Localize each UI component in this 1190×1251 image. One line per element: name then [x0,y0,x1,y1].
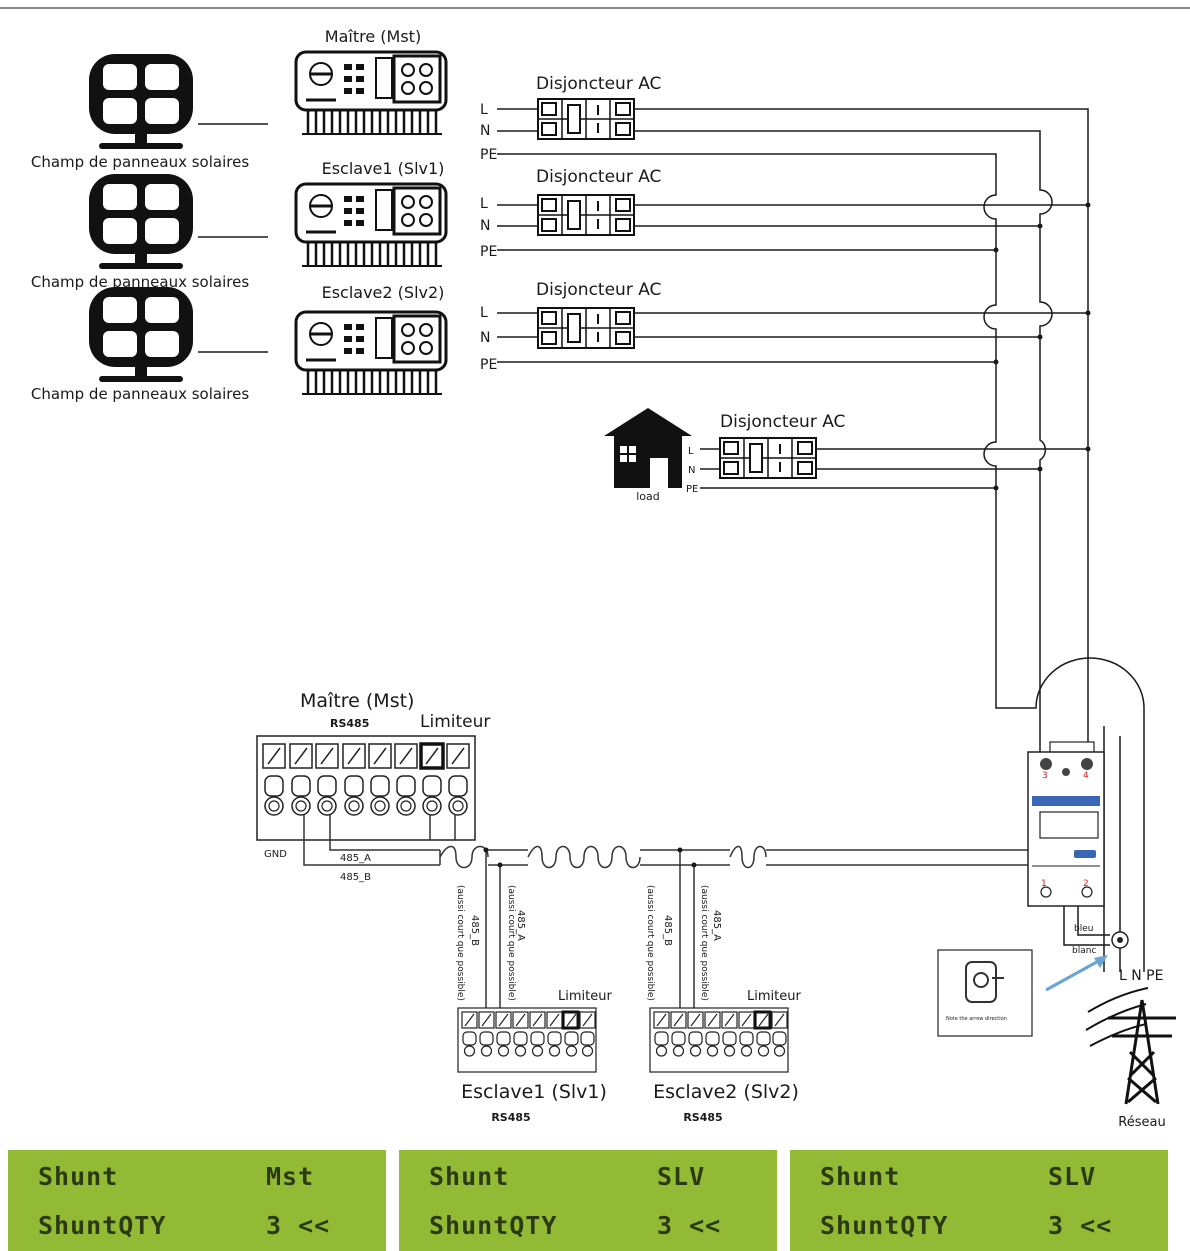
lcd-panel-row: Shunt Mst ShuntQTY 3 << Shunt SLV ShuntQ… [0,1150,1190,1251]
note-485-a: (aussi court que possible) [506,885,516,1001]
meter-terminal-4: 4 [1083,771,1089,781]
master-terminal-block [256,735,476,841]
limiter-label: Limiteur [420,712,490,732]
485-a-label: 485_A [515,910,526,941]
inverter-title: Maître (Mst) [325,27,421,46]
485-b-label: 485_B [340,872,371,883]
terminal-n-label: N [688,465,695,476]
meter-terminal-3: 3 [1042,771,1048,781]
meter-terminal-2: 2 [1083,879,1089,889]
terminal-l-label: L [480,102,488,118]
lcd-row1-right: SLV [1048,1162,1097,1191]
ct-clamp-icon [1111,931,1129,949]
lcd-row2-right: 3 << [1048,1211,1113,1240]
lcd-row2-right: 3 << [266,1211,331,1240]
inverter-icon [294,310,448,396]
solar-panel-icon [89,287,193,382]
terminal-l-label: L [480,196,488,212]
ac-breaker-icon [719,437,817,479]
lcd-row1-right: SLV [657,1162,706,1191]
breaker-title: Disjoncteur AC [536,74,661,94]
lcd-row2-left: ShuntQTY [820,1211,949,1240]
top-border-line [0,7,1190,9]
limiter-label: Limiteur [747,989,801,1004]
slave1-terminal-block [457,1007,597,1073]
485-b-label: 485_B [469,915,480,946]
rs485-bus [303,815,1040,1025]
terminal-n-label: N [480,330,490,346]
breaker-title: Disjoncteur AC [720,412,845,432]
lcd-panel-master: Shunt Mst ShuntQTY 3 << [8,1150,386,1251]
lcd-row1-left: Shunt [38,1162,119,1191]
terminal-l-label: L [480,305,488,321]
panel-label: Champ de panneaux solaires [31,153,249,171]
ac-wiring [497,108,1145,972]
rs485-label: RS485 [683,1111,722,1124]
master-terminal-title: Maître (Mst) [300,690,414,712]
breaker-title: Disjoncteur AC [536,167,661,187]
inverter-icon [294,50,448,136]
485-b-label: 485_B [662,915,673,946]
terminal-pe-label: PE [480,244,497,260]
terminal-pe-label: PE [686,484,698,495]
note-485-a: (aussi court que possible) [699,885,709,1001]
panel-label: Champ de panneaux solaires [31,385,249,403]
lcd-row1-left: Shunt [820,1162,901,1191]
inverter-icon [294,182,448,268]
wire-white-label: blanc [1072,946,1096,956]
lcd-row2-right: 3 << [657,1211,722,1240]
lcd-panel-slave2: Shunt SLV ShuntQTY 3 << [790,1150,1168,1251]
ct-note-text: Note the arrow direction [946,1016,1007,1022]
note-485-b: (aussi court que possible) [455,885,465,1001]
energy-meter-icon [1027,741,1105,907]
lcd-row1-left: Shunt [429,1162,510,1191]
power-pylon-icon [1085,987,1176,1105]
terminal-n-label: N [480,218,490,234]
inverter-title: Esclave1 (Slv1) [322,159,445,178]
ac-breaker-icon [537,307,635,349]
inverter-title: Esclave2 (Slv2) [322,283,445,302]
lcd-row2-left: ShuntQTY [429,1211,558,1240]
485-a-label: 485_A [711,910,722,941]
gnd-label: GND [264,849,287,860]
ct-arrow-icon [1045,955,1108,992]
breaker-title: Disjoncteur AC [536,280,661,300]
house-icon [604,408,692,488]
note-485-b: (aussi court que possible) [645,885,655,1001]
slave2-terminal-block [649,1007,789,1073]
grid-label: Réseau [1118,1115,1165,1130]
meter-terminal-1: 1 [1041,879,1047,889]
slave-terminal-title: Esclave2 (Slv2) [653,1081,799,1103]
limiter-label: Limiteur [558,989,612,1004]
solar-panel-icon [89,54,193,149]
rs485-label: RS485 [491,1111,530,1124]
terminal-pe-label: PE [480,357,497,373]
slave-terminal-title: Esclave1 (Slv1) [461,1081,607,1103]
rs485-label: RS485 [330,717,369,730]
solar-panel-icon [89,174,193,269]
load-label: load [636,490,660,503]
wire-blue-label: bleu [1074,924,1093,934]
ct-note-box [937,949,1033,1037]
panel-label: Champ de panneaux solaires [31,273,249,291]
lcd-row1-right: Mst [266,1162,315,1191]
terminal-l-label: L [688,446,694,457]
grid-phases-label: L N PE [1119,968,1163,984]
terminal-pe-label: PE [480,147,497,163]
lcd-panel-slave1: Shunt SLV ShuntQTY 3 << [399,1150,777,1251]
485-a-label: 485_A [340,853,371,864]
ac-breaker-icon [537,194,635,236]
terminal-n-label: N [480,123,490,139]
lcd-row2-left: ShuntQTY [38,1211,167,1240]
ac-breaker-icon [537,98,635,140]
